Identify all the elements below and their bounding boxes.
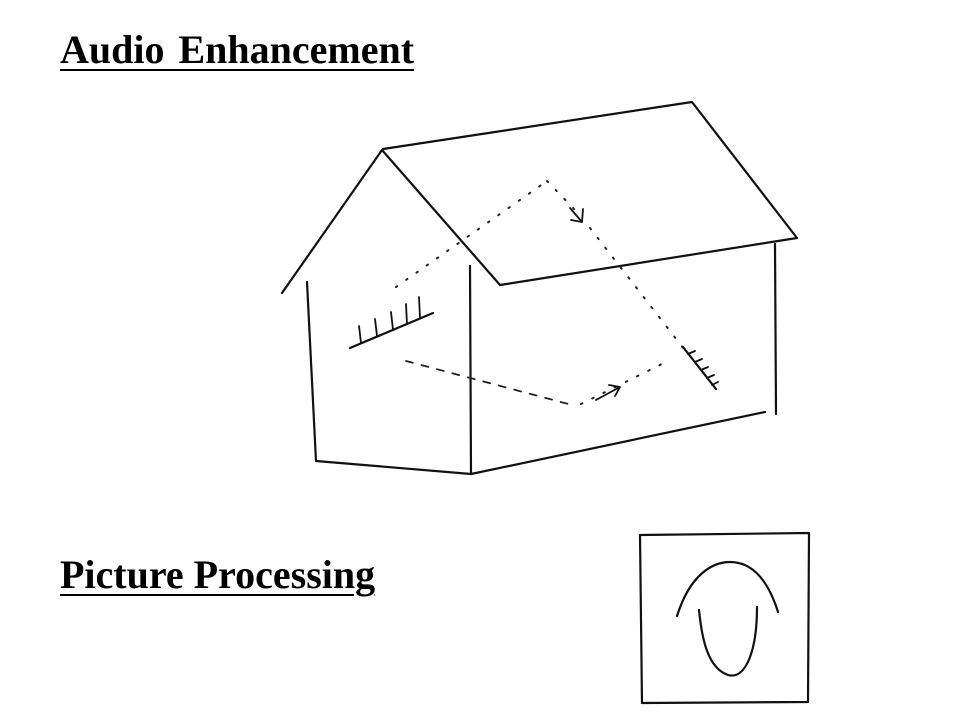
house-icon: [280, 100, 799, 476]
picture-processing-heading: Picture Processing: [60, 552, 376, 597]
left-reflector-icon: [348, 296, 435, 350]
lower-arrow-icon: [595, 384, 621, 401]
face-picture-icon: [638, 531, 811, 705]
right-reflector-icon: [681, 345, 719, 391]
upper-arrow-icon: [569, 207, 584, 223]
audio-enhancement-heading: Audio Enhancement: [60, 27, 415, 72]
